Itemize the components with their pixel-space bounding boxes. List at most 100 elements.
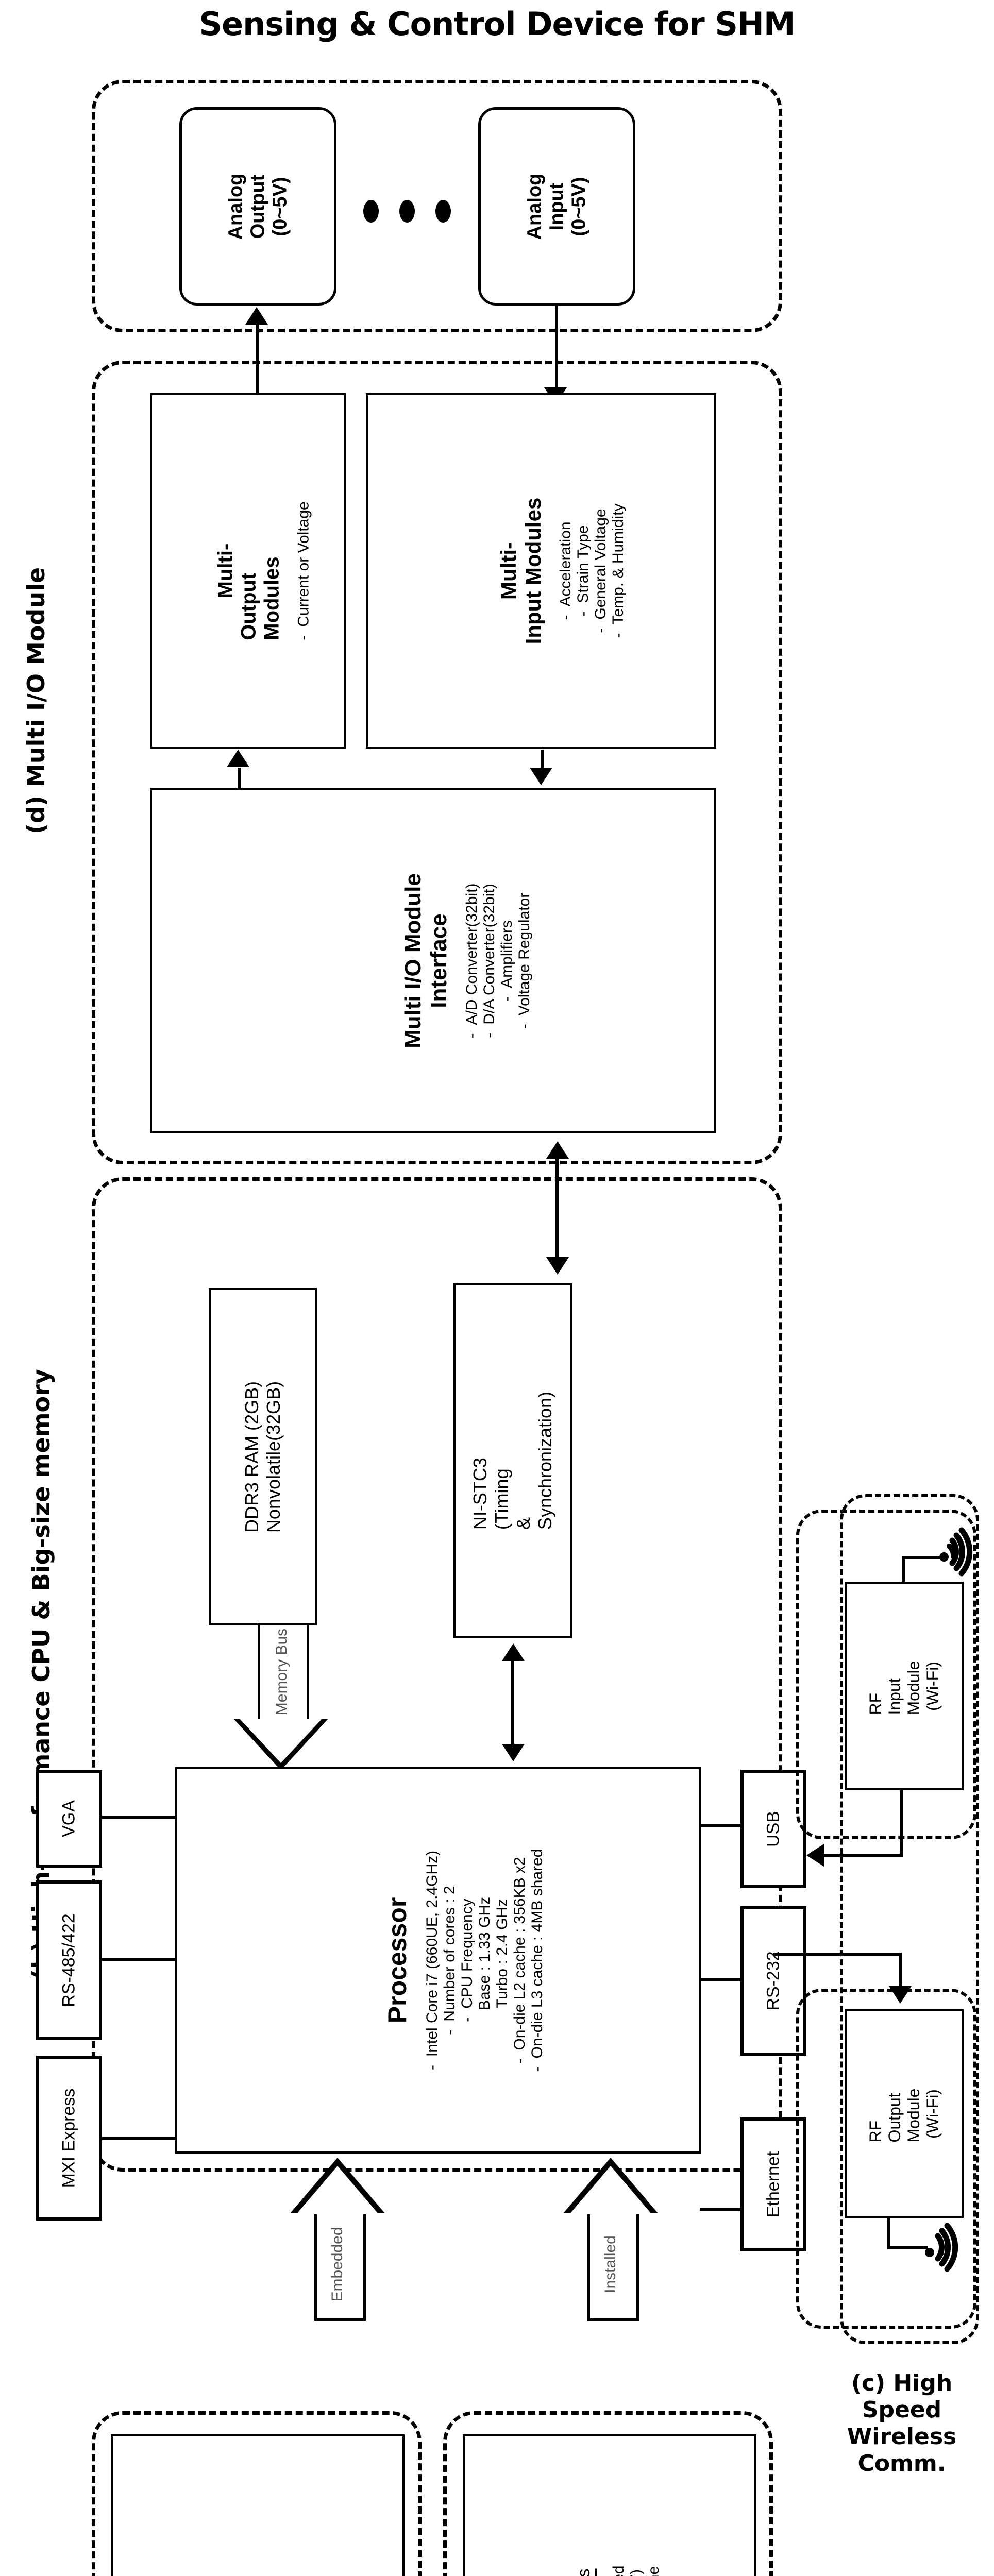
conn-vga [101, 1816, 176, 1819]
conn-rfin-to-eth [822, 1854, 903, 1857]
caption-wireless-l2: Speed [862, 2396, 942, 2423]
port-rs485[interactable]: RS-485/422 [36, 1880, 102, 2040]
multi-io-iface-title-2: Interface [426, 913, 451, 1008]
rf-output-line2: (Wi-Fi) [923, 2089, 942, 2139]
rf-output-line1: RF Output Module [866, 2088, 923, 2142]
installed-arrow: Installed [559, 2154, 662, 2321]
conn-mxi [101, 2137, 176, 2140]
multi-io-interface-box: Multi I/O Module Interface -A/D Converte… [150, 788, 716, 1133]
multi-io-iface-item-3: Voltage Regulator [515, 892, 533, 1016]
conn-input-line [555, 305, 558, 394]
embedded-arrow-label: Embedded [329, 2227, 346, 2302]
conn-rs485 [101, 1958, 176, 1961]
multi-input-item-1: Strain Type [575, 525, 592, 603]
port-ethernet[interactable]: Ethernet [740, 2117, 806, 2251]
port-mxi-label: MXI Express [59, 2088, 79, 2188]
multi-input-title-2: Input Modules [521, 497, 546, 645]
port-rs485-label: RS-485/422 [59, 1913, 79, 2007]
caption-wireless-l4: Comm. [857, 2450, 946, 2477]
multi-input-item-2: General Voltage [592, 509, 610, 620]
rf-input-line2: (Wi-Fi) [923, 1661, 942, 1711]
multi-output-title-2: Output Modules [237, 556, 283, 640]
conn-stc3-cpu-arrow-up [502, 1643, 525, 1661]
analog-input-line1: Analog [524, 173, 545, 240]
multi-input-modules-box: Multi- Input Modules -Acceleration -Stra… [366, 393, 716, 749]
port-vga-label: VGA [59, 1800, 79, 1837]
processor-item-3: Base : 1.33 GHz [476, 1896, 493, 2011]
conn-stc3-cpu-arrow-down [502, 1744, 525, 1761]
conn-rs232 [700, 1978, 742, 1981]
ellipsis-dot-1 [363, 200, 379, 223]
analog-output-line1: Analog [225, 173, 246, 240]
group-os [443, 2411, 773, 2576]
caption-wireless: (c) High Speed Wireless Comm. [824, 2370, 979, 2477]
analog-input-box: Analog Input (0~5V) [478, 107, 635, 306]
rf-input-antenna-stem-h [902, 1556, 942, 1559]
group-sensing-devices [92, 80, 782, 332]
multi-io-iface-item-1: D/A Converter(32bit) [480, 884, 498, 1025]
port-mxi[interactable]: MXI Express [36, 2056, 102, 2221]
multi-input-item-0: Acceleration [557, 521, 575, 607]
conn-iface-stc3-arrow-up [546, 1141, 569, 1159]
ni-stc3-line1: NI-STC3 (Timing [469, 1458, 512, 1530]
multi-output-title-1: Multi- [214, 543, 237, 599]
port-ethernet-label: Ethernet [763, 2151, 783, 2218]
port-usb-label: USB [763, 1811, 783, 1847]
multi-io-iface-item-0: A/D Converter(32bit) [463, 883, 480, 1025]
processor-item-2: CPU Frequency [458, 1899, 476, 2009]
group-embedded-afb [92, 2411, 422, 2576]
installed-arrow-label: Installed [602, 2235, 619, 2293]
port-vga[interactable]: VGA [36, 1770, 102, 1868]
processor-item-0: Intel Core i7 (660UE, 2.4GHz) [423, 1850, 441, 2057]
rf-output-module-box: RF Output Module (Wi-Fi) [845, 2009, 964, 2218]
port-rs232[interactable]: RS-232 [740, 1906, 806, 2056]
analog-input-line2: Input [546, 182, 567, 230]
ellipsis-dot-3 [435, 200, 451, 223]
conn-stc3-cpu-line [511, 1659, 514, 1747]
multi-input-item-3: Temp. & Humidity [610, 503, 627, 625]
rf-output-antenna-stem-v [887, 2217, 890, 2249]
caption-wireless-l3: Wireless [847, 2423, 957, 2450]
conn-iface-stc3-arrow-down [546, 1257, 569, 1275]
os-item-1: Standard 7 (WES7) [628, 2569, 645, 2576]
conn-eth-to-rfout-h [773, 1953, 902, 1956]
processor-item-4: Turbo : 2.4 GHz [493, 1899, 511, 2009]
analog-output-box: Analog Output (0~5V) [179, 107, 336, 306]
processor-item-6: On-die L3 cache : 4MB shared [528, 1849, 546, 2059]
ellipsis-dot-2 [399, 200, 415, 223]
processor-box: Processor -Intel Core i7 (660UE, 2.4GHz)… [175, 1767, 701, 2154]
os-title: Operating Systems [574, 2568, 597, 2576]
conn-output-arrowhead [245, 307, 268, 325]
conn-iface-to-output-arrow [227, 750, 249, 767]
analog-output-line3: (0~5V) [269, 176, 291, 236]
rf-input-module-box: RF Input Module (Wi-Fi) [845, 1582, 964, 1790]
analog-input-line3: (0~5V) [568, 176, 589, 236]
conn-input-to-iface-line [541, 750, 544, 771]
conn-rfin-eth-arrowhead [806, 1844, 824, 1867]
group-multi-io-module [92, 361, 782, 1164]
conn-output-line-b [256, 325, 259, 382]
processor-item-1: Number of cores : 2 [441, 1886, 458, 2022]
memory-line2: Nonvolatile(32GB) [263, 1381, 284, 1533]
caption-multi-io: (d) Multi I/O Module [22, 567, 50, 835]
rf-input-antenna-stem-v [902, 1556, 905, 1583]
analog-output-line2: Output [247, 174, 268, 239]
multi-io-iface-title-1: Multi I/O Module [400, 873, 426, 1048]
ni-stc3-line2: & Synchronization) [513, 1391, 555, 1530]
rf-output-antenna-stem-h [887, 2246, 928, 2249]
multi-output-item-0: Current or Voltage [295, 501, 312, 627]
os-item-0: Windows Embedded [610, 2565, 628, 2576]
page-title: Sensing & Control Device for SHM [199, 5, 795, 43]
group-cpu-memory [92, 1177, 782, 2172]
port-usb[interactable]: USB [740, 1770, 806, 1888]
conn-input-to-iface-arrow [530, 768, 552, 785]
port-rs232-label: RS-232 [763, 1951, 783, 2011]
conn-iface-stc3-line [555, 1157, 559, 1260]
caption-wireless-l1: (c) High [851, 2370, 953, 2396]
wifi-icon-input [937, 1525, 993, 1582]
multi-io-iface-item-2: Amplifiers [498, 920, 515, 988]
rf-input-line1: RF Input Module [866, 1660, 923, 1715]
conn-eth-to-rfout-v [899, 1953, 902, 1989]
wifi-icon-output [922, 2221, 979, 2277]
